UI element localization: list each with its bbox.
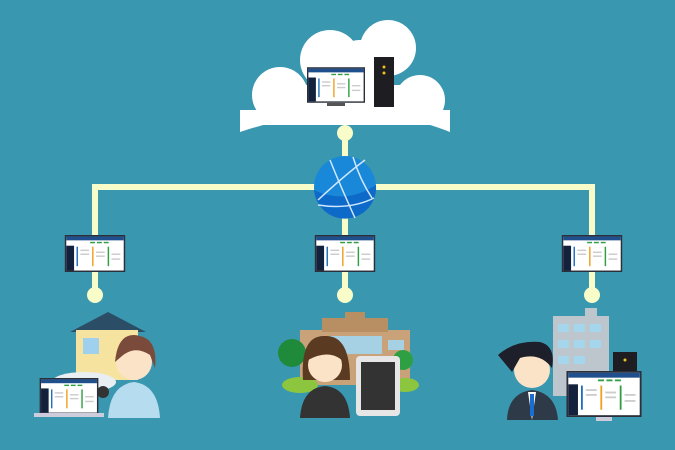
- cloud-server-icon: [240, 20, 450, 132]
- woman-body: [108, 382, 160, 418]
- server-icon: [374, 57, 394, 107]
- home-app-window-icon: [64, 235, 126, 272]
- connector-dots: [87, 125, 600, 303]
- student-body: [300, 386, 350, 418]
- school-user-icon: [278, 312, 419, 418]
- home-user-icon: [34, 312, 160, 418]
- desktop-monitor-icon: [566, 371, 642, 417]
- office-app-window-icon: [561, 235, 623, 272]
- globe-icon: [314, 156, 377, 219]
- office-user-icon: [498, 308, 642, 421]
- cloud-monitor-icon: [307, 67, 365, 103]
- laptop-icon: [39, 378, 99, 414]
- office-server-icon: [613, 352, 637, 374]
- school-app-window-icon: [314, 235, 376, 272]
